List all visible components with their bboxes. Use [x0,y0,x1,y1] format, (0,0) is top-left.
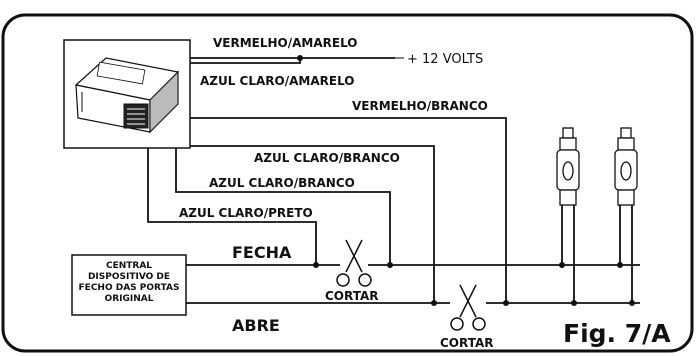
wire-lightblue-black [147,148,317,265]
wire-label-lightblue-yellow: AZUL CLARO/AMARELO [200,74,355,88]
wire-label-red-yellow: VERMELHO/AMARELO [213,36,358,50]
line-label-close: FECHA [232,243,292,262]
connector-plug-left [556,127,580,206]
scissors-icon [336,239,372,287]
alarm-module-icon [74,57,180,134]
line-label-open: ABRE [232,316,280,335]
central-box-line-4: ORIGINAL [105,294,154,304]
wire-label-red-white: VERMELHO/BRANCO [352,99,488,113]
wire-label-lightblue-white-2: AZUL CLARO/BRANCO [209,176,355,190]
junction-dots [297,55,635,306]
wire-label-lightblue-white-1: AZUL CLARO/BRANCO [254,151,400,165]
wire-lightblue-white-1 [190,145,435,303]
wire-red-white [190,117,507,303]
cut-label-lower: CORTAR [440,336,494,350]
central-box-line-1: CENTRAL [106,261,152,271]
figure-caption: Fig. 7/A [563,319,671,348]
diagram-frame [1,13,694,353]
central-box [71,254,187,316]
connector-plug-right [614,127,638,206]
central-box-line-3: FECHO DAS PORTAS [79,283,180,293]
scissors-icon [450,284,486,331]
cut-label-upper: CORTAR [325,289,379,303]
central-box-line-2: DISPOSITIVO DE [88,272,170,282]
power-supply-label: + 12 VOLTS [407,52,483,67]
wire-lightblue-white-2 [175,148,391,265]
wire-label-lightblue-black: AZUL CLARO/PRETO [179,206,313,220]
